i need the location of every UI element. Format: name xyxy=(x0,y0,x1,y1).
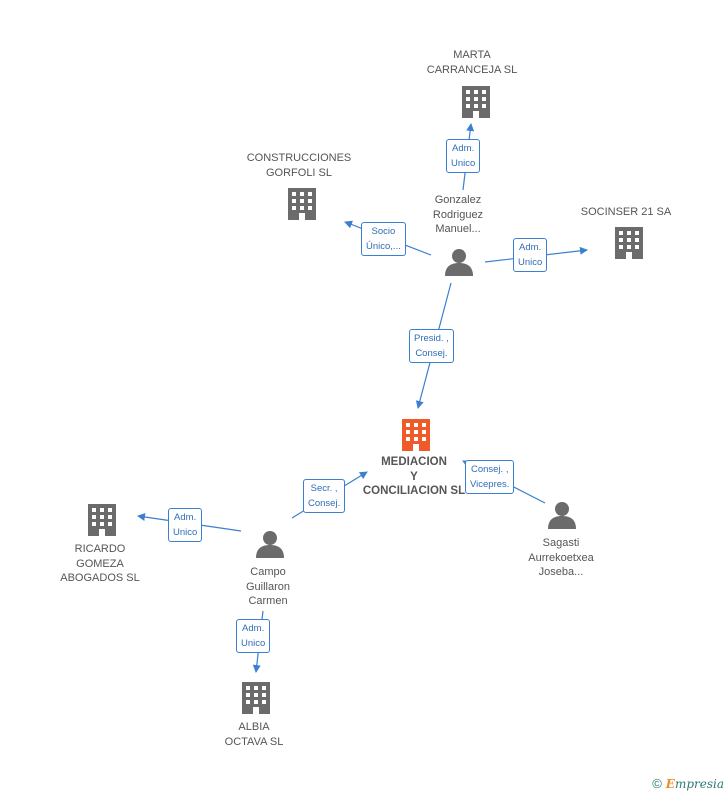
node-label-campo[interactable]: Campo Guillaron Carmen xyxy=(220,565,316,609)
node-label-line: RICARDO xyxy=(74,543,126,555)
edge-label-line: Vicepres. xyxy=(470,479,510,490)
albia-building-icon[interactable] xyxy=(242,682,270,714)
edge-lines xyxy=(137,123,588,673)
edge-label-gonzalez-marta[interactable]: Adm. Unico xyxy=(446,139,481,173)
edge-label-line: Unico xyxy=(241,638,266,649)
node-label-line: ABOGADOS SL xyxy=(60,572,140,584)
edge-label-sagasti-mediacion[interactable]: Consej. , Vicepres. xyxy=(465,460,515,494)
edge-label-gonzalez-gorfoli[interactable]: Socio Único,... xyxy=(361,222,406,256)
node-label-line: Joseba... xyxy=(538,566,584,578)
node-label-albia[interactable]: ALBIA OCTAVA SL xyxy=(208,720,300,749)
edge-label-line: Consej. xyxy=(415,348,448,359)
edge-label-line: Adm. xyxy=(519,242,542,253)
edge-label-line: Presid. , xyxy=(414,333,449,344)
ricardo-building-icon[interactable] xyxy=(88,504,116,536)
socinser-building-icon[interactable] xyxy=(615,227,643,259)
edge-label-line: Unico xyxy=(518,257,543,268)
node-label-line: Manuel... xyxy=(435,223,481,235)
node-label-line: GORFOLI SL xyxy=(265,166,333,179)
node-label-line: Campo xyxy=(250,566,286,578)
edge-label-line: Unico xyxy=(451,158,476,169)
edge-label-line: Secr. , xyxy=(310,483,338,494)
node-label-gorfoli[interactable]: CONSTRUCCIONES GORFOLI SL xyxy=(237,151,361,180)
edge-label-line: Adm. xyxy=(174,512,197,523)
gorfoli-building-icon[interactable] xyxy=(288,188,316,220)
empresia-logo[interactable]: ©Empresia xyxy=(652,776,724,791)
edge-label-line: Consej. xyxy=(308,498,341,509)
node-label-line: Guillaron xyxy=(245,580,291,593)
node-label-line: Gonzalez xyxy=(434,194,482,206)
node-label-sagasti[interactable]: Sagasti Aurrekoetxea Joseba... xyxy=(506,536,616,580)
node-label-socinser[interactable]: SOCINSER 21 SA xyxy=(570,205,682,220)
edge-label-campo-mediacion[interactable]: Secr. , Consej. xyxy=(303,479,346,513)
node-label-line: GOMEZA xyxy=(76,557,124,570)
marta-building-icon[interactable] xyxy=(462,86,490,118)
node-label-line: Rodriguez xyxy=(432,208,484,221)
node-label-line: OCTAVA SL xyxy=(224,735,284,748)
node-label-line: SOCINSER 21 SA xyxy=(580,206,672,218)
edge-label-campo-albia[interactable]: Adm. Unico xyxy=(236,619,271,653)
gonzalez-person-icon[interactable] xyxy=(445,249,473,276)
node-label-mediacion[interactable]: MEDIACION Y CONCILIACION SL xyxy=(354,455,474,499)
edge-label-line: Consej. , xyxy=(470,464,509,475)
node-label-marta[interactable]: MARTA CARRANCEJA SL xyxy=(412,48,532,77)
brand-rest: mpresia xyxy=(674,777,724,791)
edge-label-line: Socio xyxy=(371,226,396,237)
edge-label-line: Adm. xyxy=(452,143,475,154)
copyright-icon: © xyxy=(652,776,662,791)
node-label-line: Y xyxy=(410,470,418,483)
edge-label-line: Único,... xyxy=(366,241,401,252)
mediacion-building-icon[interactable] xyxy=(402,419,430,451)
node-label-line: CARRANCEJA SL xyxy=(426,63,518,76)
edge-label-gonzalez-socinser[interactable]: Adm. Unico xyxy=(513,238,548,272)
node-label-ricardo[interactable]: RICARDO GOMEZA ABOGADOS SL xyxy=(45,542,155,586)
edge-label-line: Unico xyxy=(173,527,198,538)
node-label-line: ALBIA xyxy=(238,721,270,733)
campo-person-icon[interactable] xyxy=(256,531,284,558)
sagasti-person-icon[interactable] xyxy=(548,502,576,529)
node-label-line: CONCILIACION SL xyxy=(362,485,466,497)
brand-e: E xyxy=(665,777,675,791)
node-label-line: Aurrekoetxea xyxy=(528,551,594,564)
node-label-line: Sagasti xyxy=(542,537,580,549)
node-label-line: CONSTRUCCIONES xyxy=(246,152,352,164)
edge-label-campo-ricardo[interactable]: Adm. Unico xyxy=(168,508,203,542)
node-label-gonzalez[interactable]: Gonzalez Rodriguez Manuel... xyxy=(408,193,508,237)
node-label-line: Carmen xyxy=(248,595,288,607)
edge-label-line: Adm. xyxy=(242,623,265,634)
node-label-line: MEDIACION xyxy=(381,456,447,468)
edge-label-gonzalez-mediacion[interactable]: Presid. , Consej. xyxy=(409,329,454,363)
node-label-line: MARTA xyxy=(453,49,491,61)
